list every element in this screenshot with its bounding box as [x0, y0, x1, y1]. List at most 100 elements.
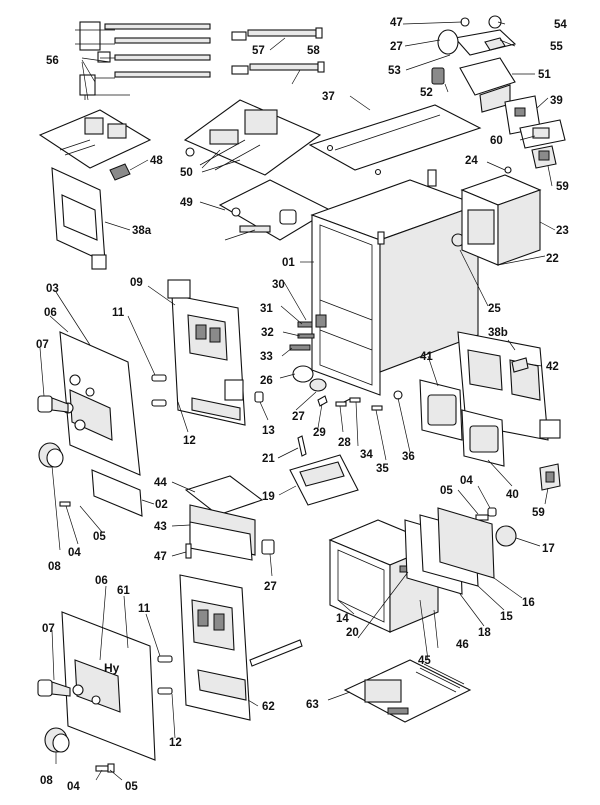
- label-13: 13: [262, 425, 275, 437]
- label-52: 52: [420, 87, 433, 99]
- switch-59b: [539, 463, 561, 491]
- label-20: 20: [346, 627, 359, 639]
- label-06b: 06: [95, 575, 108, 587]
- screws-11-12-bottom: [157, 655, 173, 695]
- label-01: 01: [282, 257, 295, 269]
- label-47a: 47: [390, 17, 403, 29]
- label-26: 26: [260, 375, 273, 387]
- label-41: 41: [420, 351, 433, 363]
- exchanger-23: [460, 166, 542, 266]
- label-07b: 07: [42, 623, 55, 635]
- label-19: 19: [262, 491, 275, 503]
- knob-08a: [38, 442, 64, 468]
- label-54: 54: [554, 19, 567, 31]
- label-15: 15: [500, 611, 513, 623]
- label-46: 46: [456, 639, 469, 651]
- filters-15-16-18: [404, 507, 495, 595]
- label-59b: 59: [532, 507, 545, 519]
- board-50: [183, 99, 322, 176]
- label-49: 49: [180, 197, 193, 209]
- label-39: 39: [550, 95, 563, 107]
- label-04b: 04: [460, 475, 473, 487]
- label-57: 57: [252, 45, 265, 57]
- label-05a: 05: [93, 531, 106, 543]
- screws-04-05-right: [475, 507, 497, 521]
- label-50: 50: [180, 167, 193, 179]
- label-62: 62: [262, 701, 275, 713]
- screw-47b: [185, 543, 192, 559]
- label-32: 32: [261, 327, 274, 339]
- knob-08b: [44, 727, 70, 753]
- label-30: 30: [272, 279, 285, 291]
- label-45: 45: [418, 655, 431, 667]
- cable-58: [231, 61, 325, 75]
- label-08a: 08: [48, 561, 61, 573]
- label-02: 02: [155, 499, 168, 511]
- switch-59-top: [531, 145, 557, 169]
- main-casing-01: [310, 169, 480, 396]
- label-34: 34: [360, 449, 373, 461]
- panel-mark: Hy: [104, 661, 120, 675]
- fasteners-30-33: [289, 321, 315, 351]
- label-27b: 27: [390, 41, 403, 53]
- ignition-module-44: [184, 475, 275, 561]
- knob-07a: [37, 395, 69, 413]
- label-08b: 08: [40, 775, 53, 787]
- gauges-41-40: [419, 379, 505, 467]
- label-51: 51: [538, 69, 551, 81]
- bracket-60: [519, 119, 566, 149]
- cable-harness-56: [75, 21, 211, 100]
- label-28: 28: [338, 437, 351, 449]
- label-38a: 38a: [132, 225, 152, 237]
- label-07a: 07: [36, 339, 49, 351]
- label-12b: 12: [169, 737, 182, 749]
- label-47b: 47: [154, 551, 167, 563]
- label-11b: 11: [138, 603, 151, 615]
- label-31: 31: [260, 303, 273, 315]
- probe-21: [297, 435, 307, 457]
- label-17: 17: [542, 543, 555, 555]
- knob-07b: [37, 679, 71, 697]
- gas-valve-54-55: [437, 15, 517, 56]
- control-unit-09: [167, 279, 246, 426]
- label-06a: 06: [44, 307, 57, 319]
- label-27a: 27: [292, 411, 305, 423]
- label-04c: 04: [67, 781, 80, 793]
- label-55: 55: [550, 41, 563, 53]
- label-21: 21: [262, 453, 275, 465]
- label-37: 37: [322, 91, 335, 103]
- screws-04-05-bottom: [95, 763, 115, 773]
- label-16: 16: [522, 597, 535, 609]
- label-60: 60: [490, 135, 503, 147]
- label-05b: 05: [440, 485, 453, 497]
- label-27c: 27: [264, 581, 277, 593]
- pump-26: [292, 365, 327, 392]
- label-22: 22: [546, 253, 559, 265]
- screws-28-36: [317, 390, 403, 411]
- cover-02: [91, 469, 143, 517]
- label-36: 36: [402, 451, 415, 463]
- circuit-board-48: [38, 109, 152, 181]
- label-18: 18: [478, 627, 491, 639]
- label-48: 48: [150, 155, 163, 167]
- label-11a: 11: [112, 307, 125, 319]
- label-59a: 59: [556, 181, 569, 193]
- top-cover-37: [308, 104, 482, 176]
- label-04a: 04: [68, 547, 81, 559]
- knob-17: [495, 525, 517, 547]
- front-panel-61: [61, 611, 156, 761]
- bracket-38a: [51, 167, 107, 270]
- label-24: 24: [465, 155, 478, 167]
- control-unit-62: [179, 574, 303, 721]
- label-61: 61: [117, 585, 130, 597]
- label-09: 09: [130, 277, 143, 289]
- label-40: 40: [506, 489, 519, 501]
- regulator-51-52: [431, 57, 516, 113]
- label-25: 25: [488, 303, 501, 315]
- label-35: 35: [376, 463, 389, 475]
- label-53: 53: [388, 65, 401, 77]
- label-23: 23: [556, 225, 569, 237]
- label-38b: 38b: [488, 327, 508, 339]
